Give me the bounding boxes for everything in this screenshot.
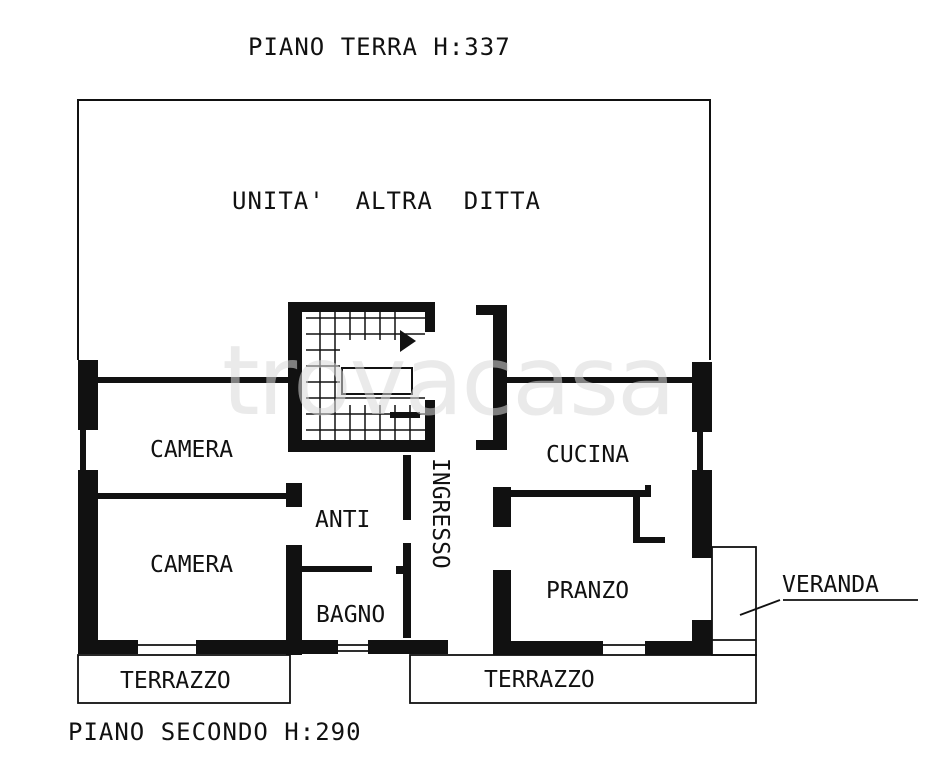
watermark-text: trovacasa [222,325,674,437]
stairwell [288,302,435,452]
label-ingresso: INGRESSO [427,458,453,569]
thin-lines [77,546,918,704]
label-other-unit: UNITA' ALTRA DITTA [232,187,541,215]
label-bagno: BAGNO [316,602,385,628]
plan-title: PIANO TERRA H:337 [248,33,511,61]
label-camera-bottom: CAMERA [150,552,233,578]
footer-caption: PIANO SECONDO H:290 [68,718,362,746]
label-terrazzo-right: TERRAZZO [484,667,595,693]
label-pranzo: PRANZO [546,578,629,604]
walls [78,305,712,655]
veranda-outline [711,546,757,656]
stair-direction-arrow-icon [400,330,416,352]
label-terrazzo-left: TERRAZZO [120,668,231,694]
terrace-right-outline [409,654,757,704]
label-camera-top: CAMERA [150,437,233,463]
outer-outline [77,99,711,360]
label-cucina: CUCINA [546,442,629,468]
terrace-left-outline [77,654,291,704]
label-veranda: VERANDA [782,572,879,598]
label-anti: ANTI [315,507,370,533]
